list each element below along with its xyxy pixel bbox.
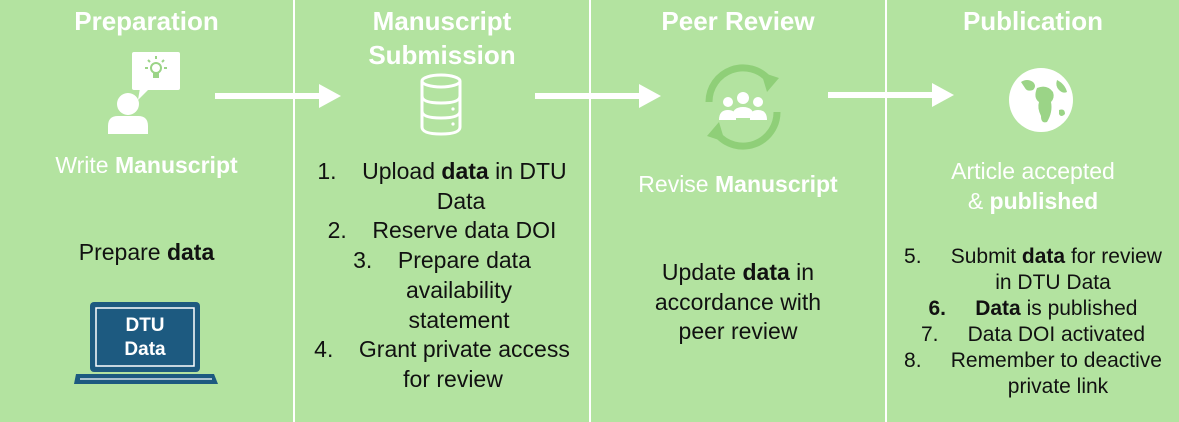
step-1: 1. Upload data in DTU [317,158,567,184]
stage-body: peer review [678,318,798,344]
stage-body: accordance with [654,289,822,315]
stage-action: Article accepted [951,158,1115,184]
stage-preparation: Preparation Write Manuscript Prepare dat… [0,0,293,422]
step-3: 3. Prepare data [353,247,531,273]
stage-body: Update data in [661,259,815,285]
stage-title: Manuscript [372,6,512,36]
step-number: 4. [314,336,334,362]
user-idea-icon [108,52,180,134]
stage-title: Publication [962,6,1104,36]
globe-icon [1009,68,1073,132]
step-number: 6. [928,297,947,320]
database-icon [420,73,462,136]
stage-publication: Publication Article accepted & published… [887,0,1179,422]
stage-submission: Manuscript Submission 1. Upload data in … [295,0,589,422]
stage-action: & published [967,188,1099,214]
flow-arrow-icon [535,84,661,108]
laptop-label-line1: DTU [125,315,164,336]
stage-divider [885,0,887,422]
step-8: 8. Remember to deactive [904,349,1162,372]
stage-peer-review: Peer Review Revise Manuscript Update dat… [591,0,885,422]
step-1-cont: Data [436,188,486,214]
stage-body: Prepare data [78,239,215,265]
step-number: 5. [904,245,922,268]
step-7: 7. Data DOI activated [920,323,1146,346]
stage-title: Peer Review [661,6,815,36]
step-number: 8. [904,349,922,372]
step-4-cont: for review [403,366,503,392]
stage-action: Write Manuscript [55,152,238,178]
step-number: 2. [327,217,347,243]
step-4: 4. Grant private access [314,336,570,362]
stage-divider [589,0,591,422]
peer-review-cycle-icon [705,64,781,150]
flow-arrow-icon [828,83,954,107]
laptop-icon: DTU Data [74,302,218,384]
step-number: 7. [920,323,939,346]
step-number: 1. [317,158,337,184]
step-5: 5. Submit data for review [904,245,1162,268]
step-2: 2. Reserve data DOI [327,217,557,243]
step-6: 6. Data is published [928,297,1138,320]
laptop-label-line2: Data [124,339,166,360]
flow-arrow-icon [215,84,341,108]
step-8-cont: private link [1007,375,1109,398]
step-number: 3. [353,247,373,273]
stage-action: Revise Manuscript [638,171,838,197]
step-5-cont: in DTU Data [995,271,1111,294]
stage-title: Preparation [74,6,219,36]
step-3-cont: statement [408,307,510,333]
stage-divider [293,0,295,422]
stage-title: Submission [368,40,516,70]
step-3-cont: availability [405,277,513,303]
